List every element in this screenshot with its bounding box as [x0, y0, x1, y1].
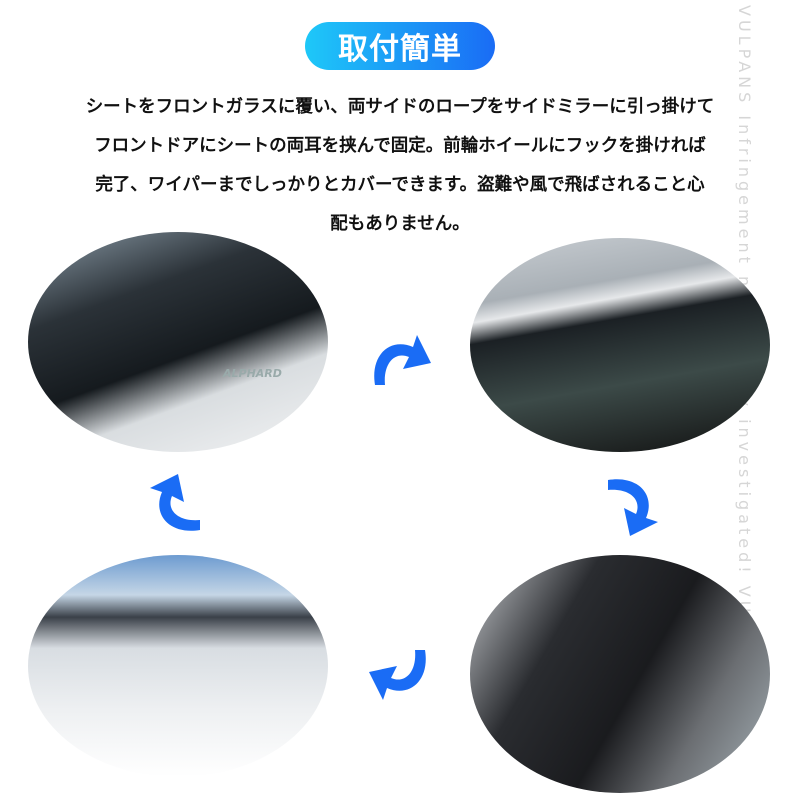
- curved-arrow-left-icon: [369, 650, 426, 700]
- curved-arrow-right-icon: [374, 335, 431, 385]
- curved-arrow-down-icon: [608, 479, 658, 536]
- covered-windshield-snow-photo: [28, 555, 328, 777]
- description-line: フロントドアにシートの両耳を挟んで固定。前輪ホイールにフックを掛ければ: [94, 136, 706, 156]
- window-cover-edge-photo: [470, 238, 770, 452]
- wheel-hook-photo: [470, 555, 770, 793]
- curved-arrow-up-icon: [150, 474, 200, 531]
- title-badge: 取付簡単: [305, 22, 495, 70]
- side-door-strap-photo: ALPHARD: [28, 232, 328, 452]
- description-line: 配もありません。: [330, 214, 470, 234]
- description-line: 完了、ワイパーまでしっかりとカバーできます。盗難や風で飛ばされること心: [95, 175, 705, 195]
- description-line: シートをフロントガラスに覆い、両サイドのロープをサイドミラーに引っ掛けて: [85, 97, 715, 117]
- car-badge-text: ALPHARD: [223, 367, 282, 380]
- description: シートをフロントガラスに覆い、両サイドのロープをサイドミラーに引っ掛けて フロン…: [40, 88, 760, 244]
